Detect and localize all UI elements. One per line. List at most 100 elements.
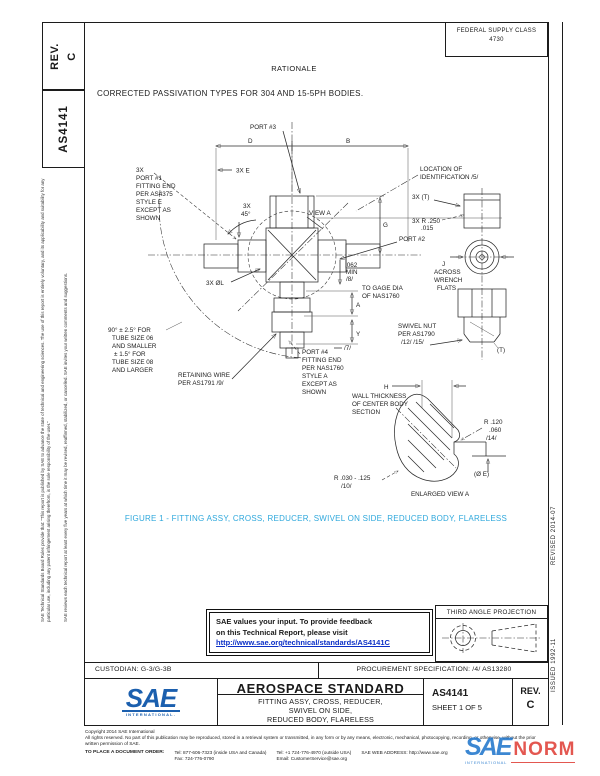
sae-logo-subtext: INTERNATIONAL.	[125, 712, 177, 718]
port1-line: SHOWN	[136, 215, 161, 222]
watermark-sae-text: SAE	[465, 733, 512, 761]
frame-left-line	[84, 22, 85, 725]
rev-value: C	[65, 51, 78, 61]
watermark-rule	[511, 762, 576, 763]
loc-id-line: LOCATION OF	[420, 166, 462, 173]
flag7-label: /7/	[344, 345, 351, 352]
copyright-line: Copyright 2014 SAE International	[85, 729, 155, 734]
fax-number: Fax: 724-776-0790	[174, 756, 215, 762]
projection-title: THIRD ANGLE PROJECTION	[436, 606, 547, 619]
angle90-line: AND SMALLER	[112, 343, 157, 350]
bottom-port-end	[285, 347, 299, 359]
port4-line: SHOWN	[302, 389, 327, 396]
retaining-line: PER AS1791 /9/	[178, 380, 224, 387]
issued-date-vertical: ISSUED 1992-11	[551, 638, 557, 692]
port1-line: FITTING END	[136, 183, 176, 190]
rationale-text: CORRECTED PASSIVATION TYPES FOR 304 AND …	[97, 89, 364, 98]
document-title: FITTING ASSY, CROSS, REDUCER, SWIVEL ON …	[218, 697, 423, 724]
loc-id-line: IDENTIFICATION /5/	[420, 174, 479, 181]
j-flats-line: WRENCH	[434, 277, 463, 284]
title-line2: SWIVEL ON SIDE,	[288, 706, 353, 715]
title-block-divider-1	[217, 678, 218, 725]
port4-line: FITTING END	[302, 357, 342, 364]
wall-line: SECTION	[352, 409, 380, 416]
enlarged-view-outline	[394, 393, 461, 482]
right-port-nut	[317, 239, 347, 273]
dim-g-label: G	[383, 222, 388, 229]
angle90-line: TUBE SIZE 06	[112, 335, 154, 342]
rev-block-value: C	[526, 699, 535, 711]
sae-norm-watermark: SAE NORM INTERNATIONAL	[465, 733, 576, 765]
rationale-title: RATIONALE	[271, 64, 317, 73]
feedback-link[interactable]: http://www.sae.org/technical/standards/A…	[216, 638, 390, 647]
dim-e-label: 3X E	[236, 168, 250, 175]
fsc-line2: 4730	[489, 37, 504, 43]
email-address: Email: CustomerService@sae.org	[276, 756, 348, 762]
feedback-line1: SAE values your input. To provide feedba…	[216, 617, 373, 626]
j-flats-line: J	[442, 261, 445, 268]
doc-number-vertical: AS4141	[57, 105, 70, 153]
t3x-label: 3X (T)	[412, 194, 430, 201]
retaining-line: RETAINING WIRE	[178, 372, 230, 379]
fsc-box: FEDERAL SUPPLY CLASS 4730	[445, 22, 548, 57]
dim-y-label: Y	[356, 331, 361, 338]
rev-label: REV.	[48, 42, 61, 70]
standard-type: AEROSPACE STANDARD	[236, 681, 405, 696]
t-flag-label: (T)	[497, 347, 505, 354]
swivel-line: /12/ /15/	[401, 339, 424, 346]
wall-line: OF CENTER BODY	[352, 401, 409, 408]
info-row-divider	[318, 662, 319, 678]
title-block-divider-3	[512, 678, 513, 725]
title-block-divider-2	[423, 678, 424, 725]
port4-line: PER NAS1760	[302, 365, 344, 372]
wall-line: WALL THICKNESS	[352, 393, 406, 400]
sheet-number: SHEET 1 OF 5	[432, 703, 482, 712]
port4-line: PORT #4	[302, 349, 329, 356]
title-line1: FITTING ASSY, CROSS, REDUCER,	[258, 697, 383, 706]
title-block-subdivider	[217, 694, 423, 695]
r030-line: /10/	[341, 483, 352, 490]
swivel-line: SWIVEL NUT	[398, 323, 436, 330]
min062-line: /8/	[346, 276, 353, 283]
rev-block-label: REV.	[520, 686, 541, 696]
swivel-line: PER AS1790	[398, 331, 435, 338]
angle90-line: TUBE SIZE 08	[112, 359, 154, 366]
dim-d-label: D	[248, 138, 253, 145]
view-a-label: VIEW A	[309, 210, 331, 217]
angle90-line: ± 1.5° FOR	[114, 350, 146, 358]
dia-l-label: 3X ØL	[206, 280, 224, 287]
technical-drawing: D B 3X E PORT #3 G 3X PORT #1 FITTING EN…	[108, 122, 514, 498]
footer: Copyright 2014 SAE International All rig…	[85, 729, 550, 763]
port1-line: PER AS4375	[136, 191, 173, 198]
chamfer-line: 3X	[243, 203, 252, 210]
port1-line: EXCEPT AS	[136, 207, 171, 214]
rights-line: All rights reserved. No part of this pub…	[85, 735, 536, 747]
min062-line: .062	[345, 262, 358, 269]
order-label: TO PLACE A DOCUMENT ORDER:	[85, 750, 165, 756]
legal-notice-1: SAE Technical Standards Board Rules prov…	[40, 178, 51, 622]
left-margin-legal: SAE Technical Standards Board Rules prov…	[40, 179, 80, 776]
gage-line: TO GAGE DIA	[362, 285, 404, 292]
swing-arc	[158, 189, 305, 359]
title-line3: REDUCED BODY, FLARELESS	[266, 715, 375, 724]
port4-line: STYLE A	[302, 373, 328, 380]
dim-b-label: B	[346, 138, 350, 145]
tel-outside: Tel: +1 724-776-4970 (outside USA)	[276, 750, 352, 756]
custodian-cell: CUSTODIAN: G-3/G-3B	[95, 666, 172, 673]
side-view-port-body	[463, 193, 501, 229]
watermark-norm-text: NORM	[513, 739, 576, 760]
angle90-line: AND LARGER	[112, 367, 153, 374]
frame-top-line	[84, 22, 549, 23]
rev-box: REV. C	[42, 22, 85, 90]
wall-line: H	[384, 384, 389, 391]
view-a-circle	[247, 210, 337, 300]
j-flats-line: FLATS	[437, 285, 456, 292]
port1-line: STYLE E	[136, 199, 162, 206]
r120-line: /14/	[486, 435, 497, 442]
third-angle-projection-box: THIRD ANGLE PROJECTION	[435, 605, 548, 662]
web-address: SAE WEB ADDRESS: http://www.sae.org	[361, 750, 448, 756]
left-port-tube	[203, 243, 239, 269]
gage-line: OF NAS1760	[362, 293, 400, 300]
min062-line: MIN	[346, 269, 358, 276]
left-port-nut	[237, 239, 267, 273]
